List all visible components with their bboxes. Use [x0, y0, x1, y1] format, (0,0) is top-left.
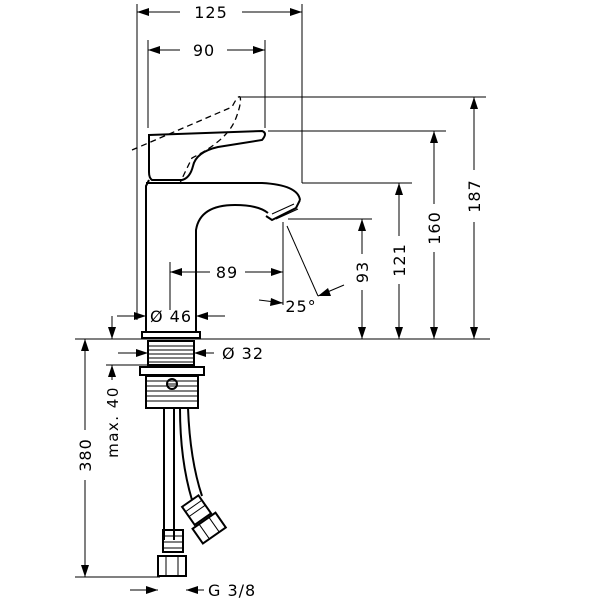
- lever-raised-outline: [131, 96, 242, 184]
- hose-secondary: [179, 407, 203, 501]
- dim-label-93: 93: [353, 261, 372, 283]
- threaded-shank: [147, 340, 195, 366]
- dim-thread: G 3/8: [130, 581, 256, 600]
- faucet-base: [141, 331, 201, 339]
- dim-label-121: 121: [390, 243, 409, 277]
- spout-underside: [195, 203, 269, 332]
- dim-diameter-46: Ø 46: [117, 307, 225, 326]
- dim-height-187: 187: [465, 97, 484, 339]
- dim-width-90: 90: [148, 41, 265, 60]
- dim-hose-380: 380: [76, 339, 95, 577]
- dim-label-187: 187: [465, 179, 484, 213]
- nut-ribs: [146, 380, 198, 402]
- dim-angle-25: 25°: [258, 284, 345, 316]
- dim-label-25: 25°: [285, 297, 316, 316]
- dim-max-40: max. 40: [104, 316, 148, 458]
- hose-main: [163, 408, 175, 540]
- dim-label-125: 125: [194, 3, 228, 22]
- spout-top: [146, 182, 301, 201]
- dim-reach-89: 89: [170, 263, 283, 282]
- dim-label-thread: G 3/8: [208, 581, 256, 600]
- hose-main-connector: [162, 529, 184, 553]
- body-rear: [145, 179, 150, 332]
- shank-threads: [148, 345, 194, 363]
- aerator: [265, 199, 301, 222]
- dim-label-dia-46: Ø 46: [150, 307, 192, 326]
- fixing-plate: [139, 366, 205, 376]
- hose-secondary-connector: [180, 493, 228, 545]
- lever-handle: [148, 129, 266, 181]
- mounting-nut: [145, 375, 199, 409]
- dim-width-125: 125: [137, 3, 302, 22]
- dim-label-380: 380: [76, 438, 95, 472]
- dim-label-90: 90: [193, 41, 215, 60]
- nut-screw: [166, 378, 178, 390]
- hose-main-nut: [157, 555, 187, 577]
- dim-height-93: 93: [353, 219, 372, 339]
- dim-height-121: 121: [390, 183, 409, 339]
- dim-label-dia-32: Ø 32: [222, 344, 264, 363]
- faucet-body: [131, 96, 301, 339]
- dim-label-max-40: max. 40: [104, 386, 122, 458]
- dim-diameter-32: Ø 32: [118, 344, 264, 363]
- dim-height-160: 160: [425, 131, 444, 339]
- extension-lines: [75, 4, 486, 578]
- mounting-assembly: [139, 340, 205, 409]
- dim-label-89: 89: [216, 263, 238, 282]
- hoses: [157, 407, 228, 577]
- dim-label-160: 160: [425, 211, 444, 245]
